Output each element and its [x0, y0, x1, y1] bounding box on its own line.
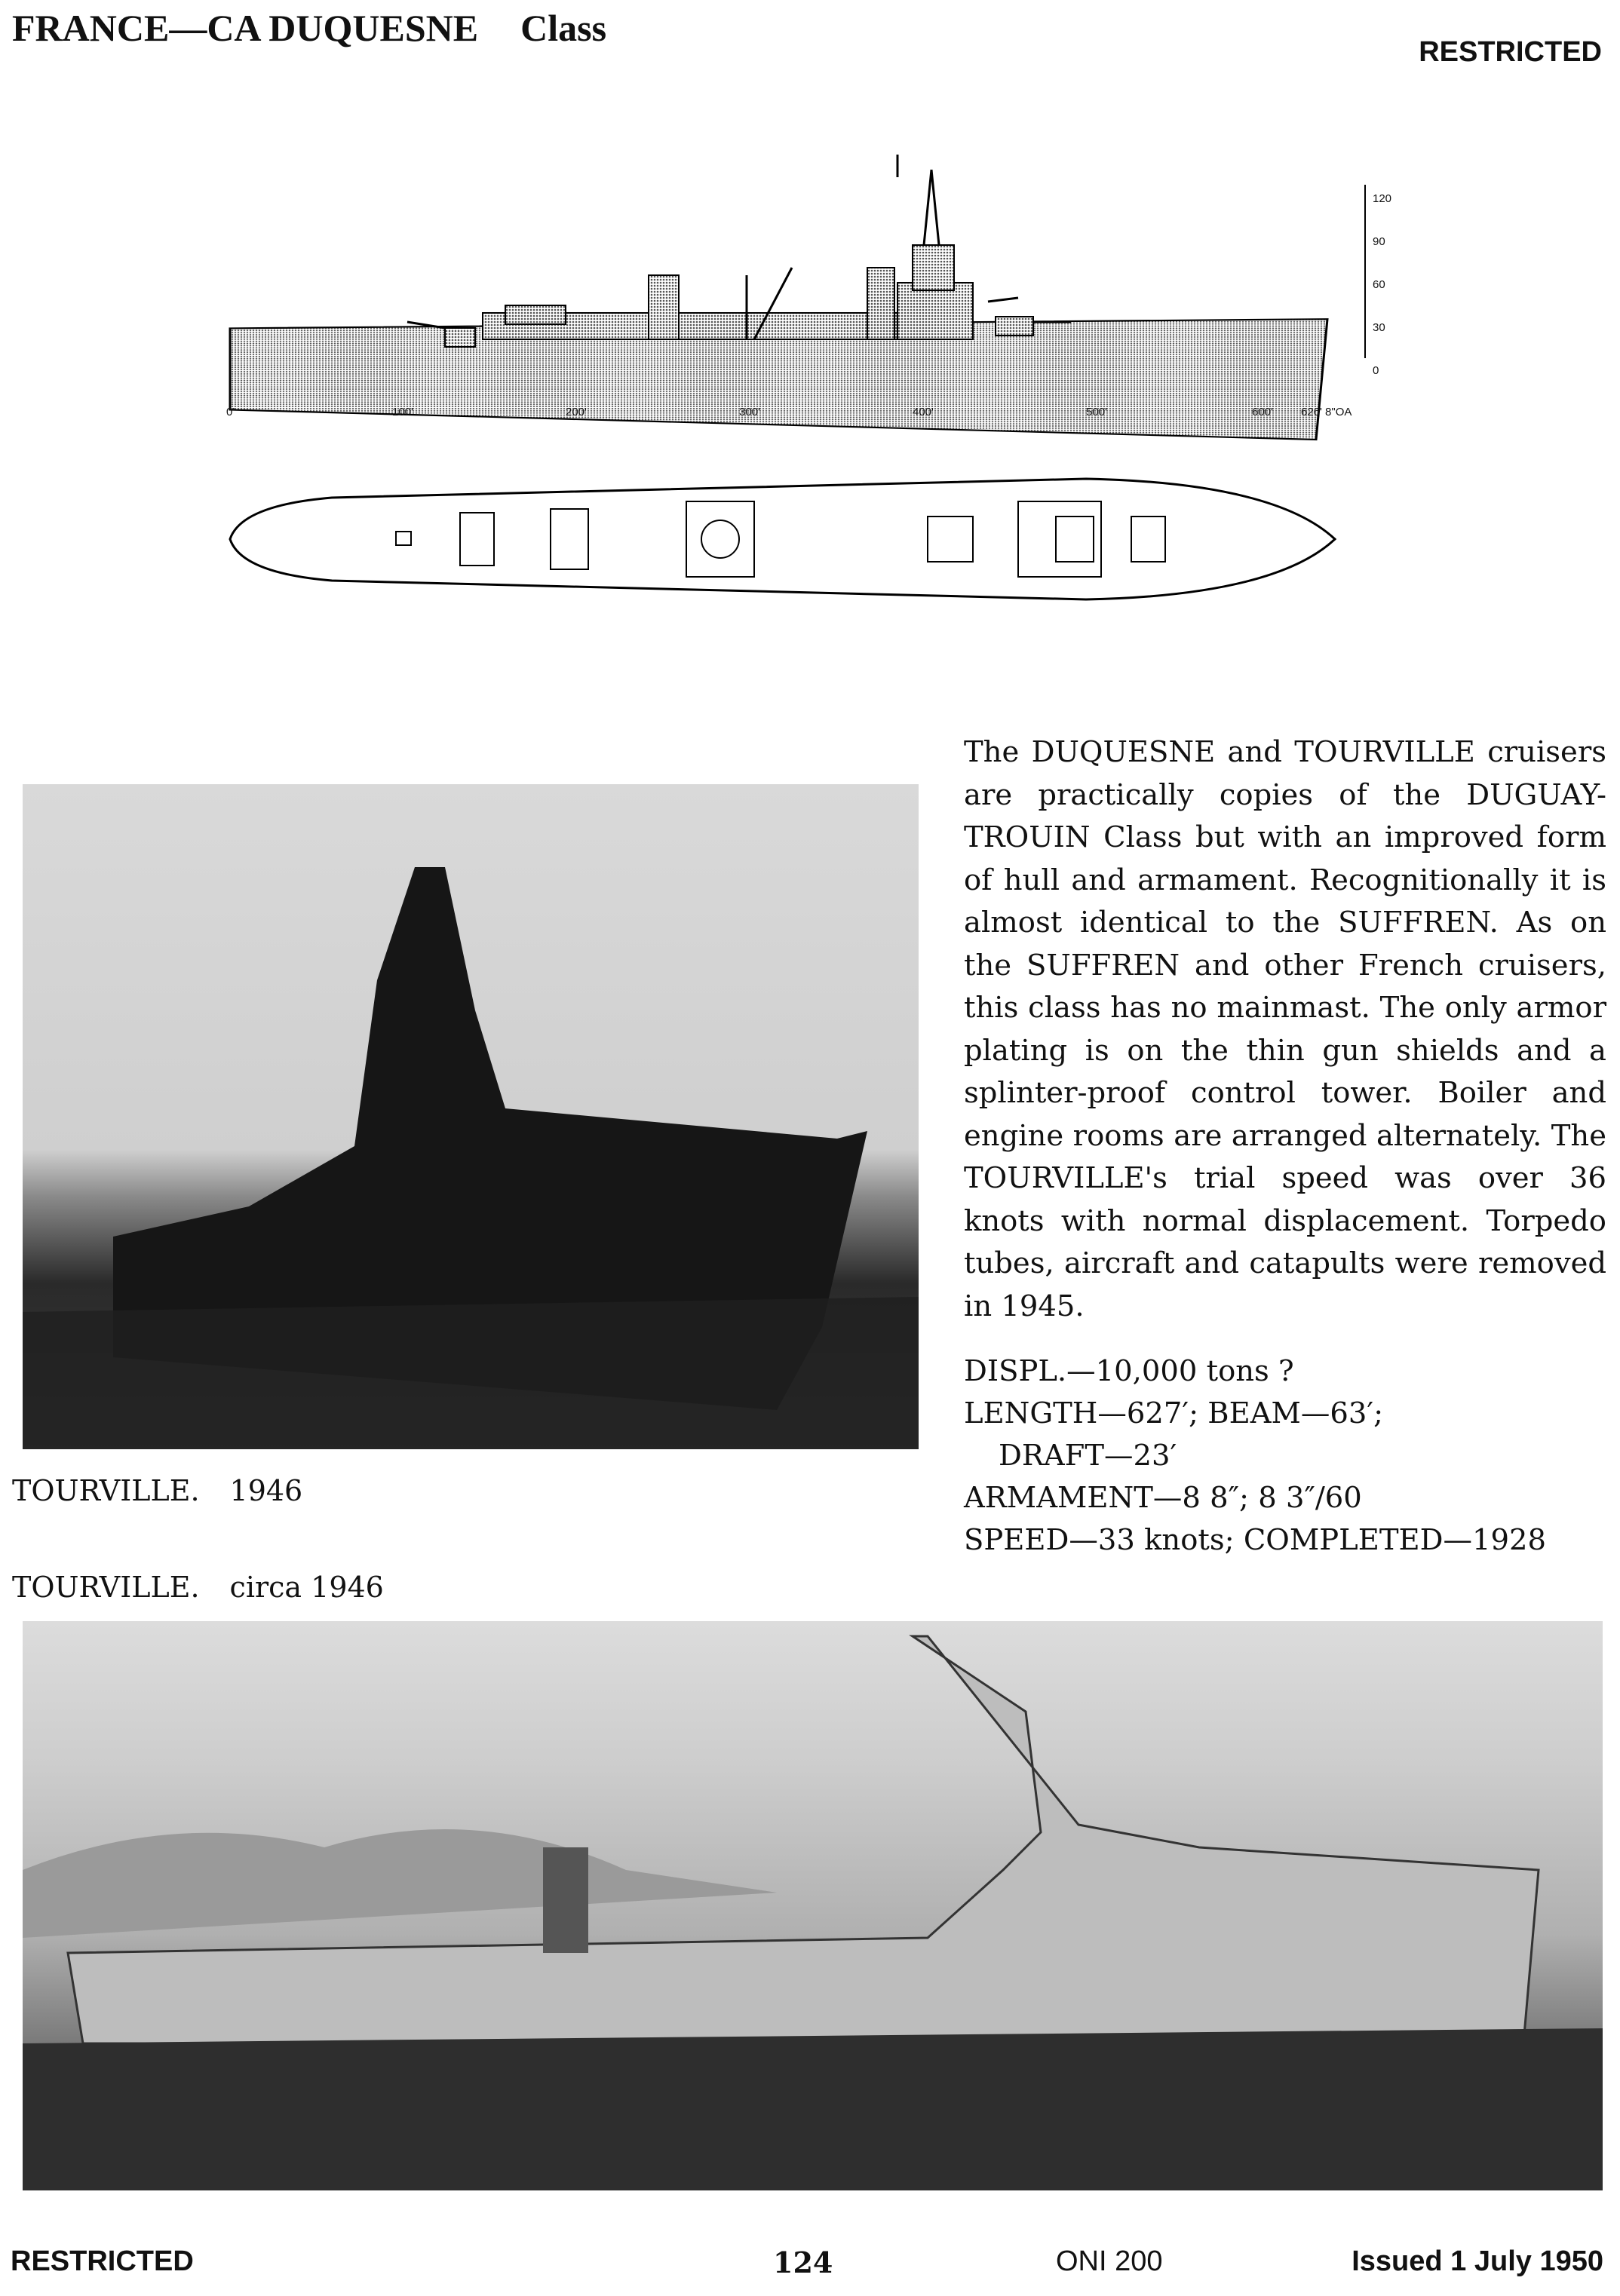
height-scale-labels: 120 90 60 30 0 [1373, 177, 1391, 392]
issue-date: Issued 1 July 1950 [1352, 2245, 1603, 2277]
length-tick: 400' [913, 406, 934, 418]
length-tick: 500' [1086, 406, 1107, 418]
caption-name: TOURVILLE. [12, 1474, 200, 1507]
ship-silhouette [23, 867, 919, 1449]
ship-plan-drawing [229, 477, 1337, 601]
caption-name: TOURVILLE. [12, 1571, 200, 1604]
ship-silhouette [23, 1635, 1603, 2190]
classification-marking-top: RESTRICTED [1419, 36, 1602, 68]
length-tick: 0' [226, 406, 235, 418]
spec-armament: ARMAMENT—8 8″; 8 3″/60 [964, 1481, 1362, 1515]
photo-tourville-bow [23, 784, 919, 1449]
ship-profile-drawing [229, 155, 1366, 441]
height-tick: 30 [1373, 321, 1385, 334]
text-column: The DUQUESNE and TOURVILLE cruisers are … [964, 731, 1606, 1562]
description-paragraph: The DUQUESNE and TOURVILLE cruisers are … [964, 735, 1606, 1323]
spec-speed: SPEED—33 knots; COMPLETED—1928 [964, 1523, 1546, 1557]
length-tick: 200' [566, 406, 587, 418]
height-tick: 0 [1373, 364, 1379, 377]
length-tick: 300' [739, 406, 760, 418]
masts-and-guns [407, 155, 1071, 340]
length-scale-labels: 0' 100' 200' 300' 400' 500' 600' 626' 8"… [226, 406, 1403, 428]
spec-length-beam: LENGTH—627′; BEAM—63′; [964, 1396, 1384, 1430]
publication-id: ONI 200 [1056, 2245, 1163, 2277]
height-tick: 120 [1373, 192, 1392, 205]
superstructure [444, 244, 1034, 348]
photo-tourville-broadside [23, 1621, 1603, 2190]
classification-marking-bottom: RESTRICTED [11, 2245, 194, 2277]
length-tick: 600' [1252, 406, 1273, 418]
page-title: FRANCE—CA DUQUESNE Class [12, 6, 606, 50]
spec-draft: DRAFT—23′ [999, 1439, 1177, 1473]
photo-caption-2: TOURVILLE. circa 1946 [12, 1571, 384, 1604]
spec-displacement: DISPL.—10,000 tons ? [964, 1354, 1294, 1388]
title-suffix: Class [520, 7, 607, 49]
length-tick: 626' 8"OA [1301, 406, 1352, 418]
page-number: 124 [773, 2245, 833, 2279]
height-tick: 90 [1373, 235, 1385, 248]
height-tick: 60 [1373, 278, 1385, 291]
specifications: DISPL.—10,000 tons ? LENGTH—627′; BEAM—6… [964, 1350, 1606, 1562]
title-text: FRANCE—CA DUQUESNE [12, 7, 479, 49]
photo-caption-1: TOURVILLE. 1946 [12, 1474, 302, 1507]
caption-date: 1946 [229, 1474, 303, 1507]
length-tick: 100' [392, 406, 413, 418]
caption-date: circa 1946 [229, 1571, 384, 1604]
